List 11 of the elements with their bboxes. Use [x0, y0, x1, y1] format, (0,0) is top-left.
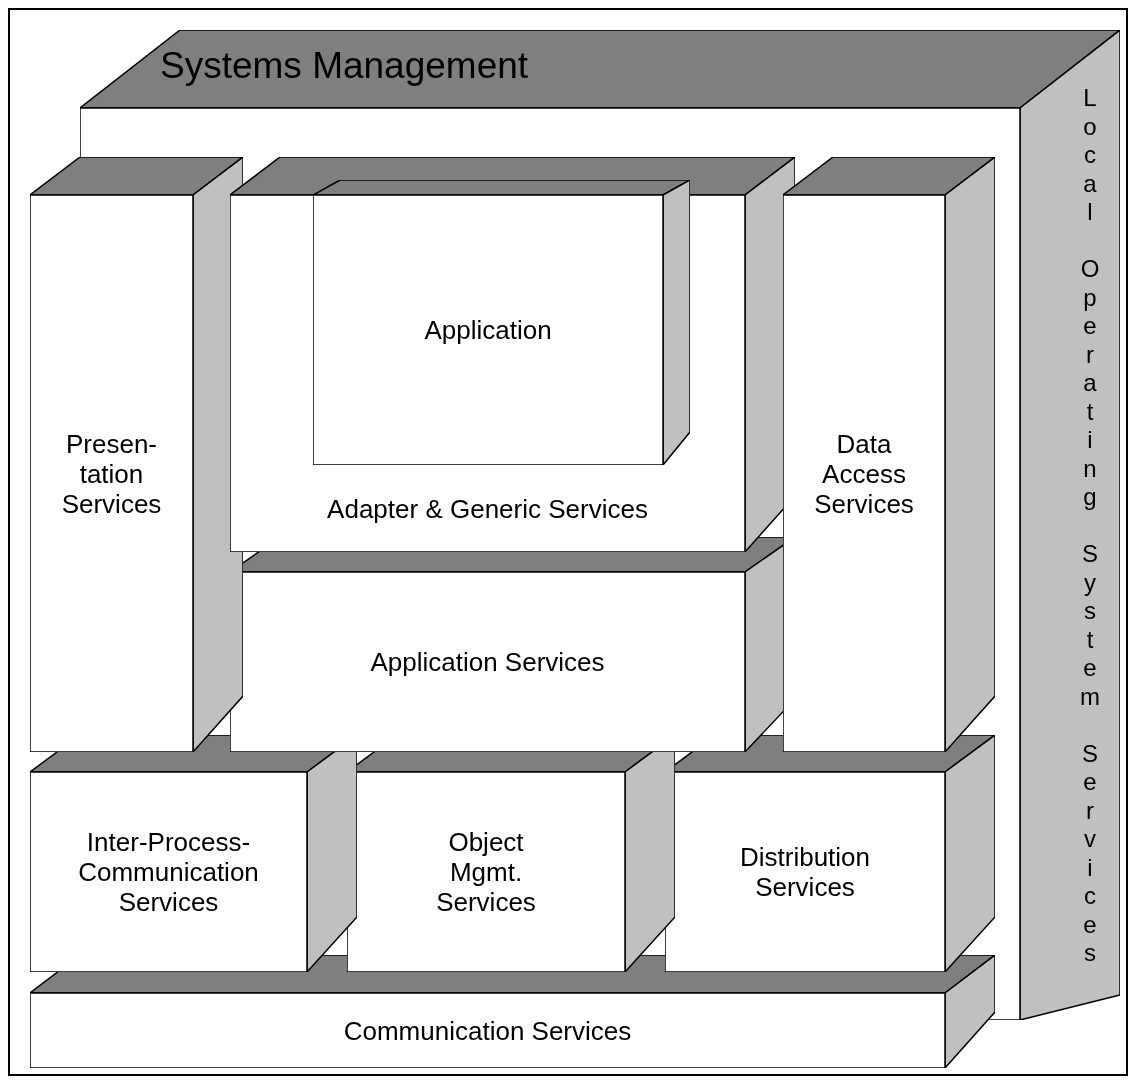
block-label: Distribution Services [738, 842, 872, 902]
frame-title: Systems Management [160, 44, 529, 88]
block-label: Presen- tation Services [60, 428, 163, 519]
block-label: Inter-Process-Communication Services [77, 827, 260, 917]
block-label: Data Access Services [813, 428, 915, 519]
block-label: Application Services [370, 647, 605, 677]
block-label: Application [424, 315, 552, 345]
block-label: Object Mgmt. Services [435, 827, 537, 917]
vertical-label: Local Operating System Services [1079, 84, 1101, 968]
block-label: Adapter & Generic Services [327, 493, 648, 524]
block-label: Communication Services [343, 1015, 632, 1046]
